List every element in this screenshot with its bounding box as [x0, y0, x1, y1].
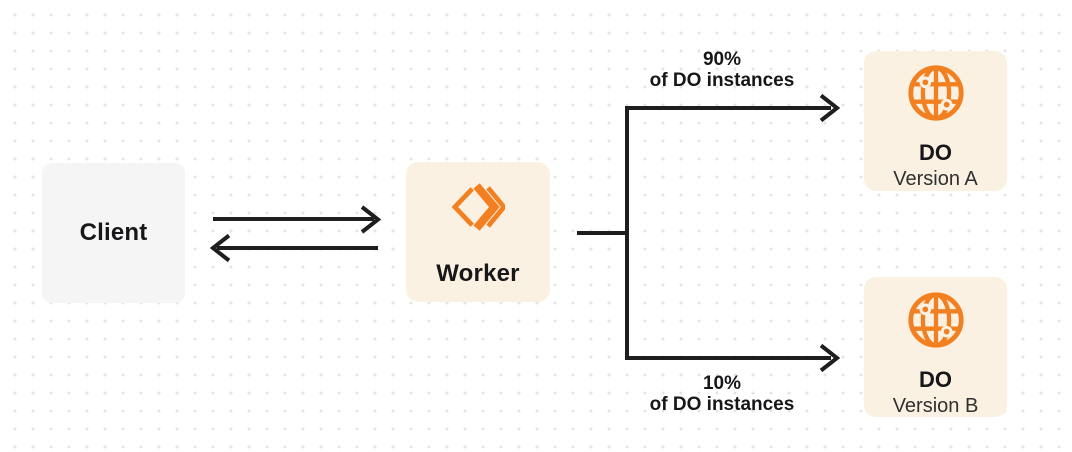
do-version-b-node: DO Version B	[864, 277, 1007, 417]
client-node: Client	[42, 163, 185, 303]
branch-arrow-version-b	[627, 343, 841, 373]
client-to-worker-arrow	[213, 205, 382, 234]
do-b-subtitle: Version B	[892, 395, 979, 417]
globe-icon	[907, 292, 964, 348]
worker-label: Worker	[436, 260, 520, 287]
label-90-percent: 90% of DO instances	[612, 49, 832, 91]
percent-caption: of DO instances	[649, 394, 795, 415]
do-a-title: DO	[919, 140, 952, 165]
globe-icon	[907, 65, 964, 121]
percent-caption: of DO instances	[649, 70, 795, 91]
do-b-title: DO	[919, 367, 952, 392]
label-10-percent: 10% of DO instances	[612, 373, 832, 415]
worker-node: Worker	[406, 162, 550, 302]
percent-text: 10%	[702, 373, 742, 394]
cloudflare-workers-icon	[451, 183, 505, 231]
do-a-subtitle: Version A	[893, 168, 978, 190]
percent-text: 90%	[702, 49, 742, 70]
do-version-a-node: DO Version A	[864, 51, 1007, 191]
branch-arrow-version-a	[627, 93, 841, 123]
client-label: Client	[79, 219, 148, 246]
branch-connector	[577, 106, 629, 360]
worker-to-client-arrow	[209, 233, 378, 263]
